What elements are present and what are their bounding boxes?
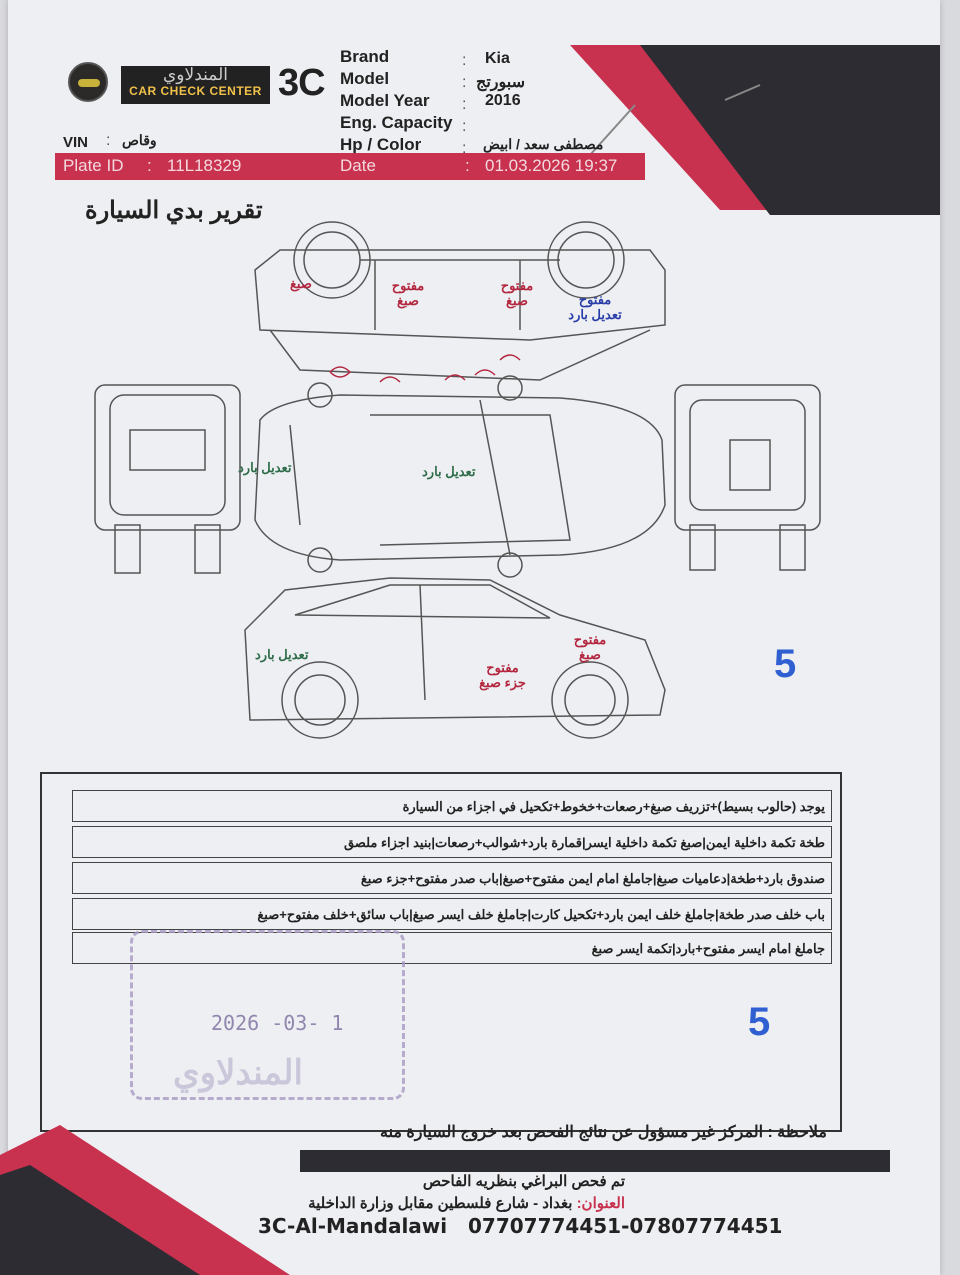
note-row: يوجد (حالوب بسيط)+تزريف صبغ+رصعات+خخوط+ت… (72, 790, 832, 822)
address-value: بغداد - شارع فلسطين مقابل وزارة الداخلية (308, 1195, 573, 1212)
note-row: صندوق بارد+طخة|دعاميات صبغ|جاملغ امام اي… (72, 862, 832, 894)
note-side-rear: تعديل بارد (255, 647, 309, 662)
note-side-door: مفتوح جزء صبغ (479, 660, 526, 690)
car-side-view (244, 577, 666, 739)
logo-english: CAR CHECK CENTER (129, 84, 262, 98)
note-roof-rear: تعديل بارد (238, 460, 292, 475)
footer-brand: 3C-Al-Mandalawi (258, 1214, 448, 1238)
car-rear-view (94, 384, 241, 574)
date-value: 01.03.2026 19:37 (485, 156, 618, 175)
plate-id-label: Plate ID (63, 156, 124, 175)
colons: ::::: (462, 52, 467, 157)
vin-colon: : (106, 132, 111, 149)
footer-phones: 07707774451-07807774451 (468, 1214, 783, 1238)
car-front-view (674, 384, 821, 571)
note-row: جاملغ امام ايسر مفتوح+بارد|تكمة ايسر صبغ (72, 932, 832, 964)
report-title: تقرير بدي السيارة (85, 197, 263, 224)
note-roof: تعديل بارد (422, 464, 476, 479)
model-label: Model (340, 69, 390, 88)
note-top-rear: صبغ (290, 276, 312, 291)
notes-score: 5 (748, 1000, 771, 1044)
vin-value: وقاص (122, 132, 157, 148)
note-top-door2: مفتوح صبغ (500, 278, 534, 308)
footer-inspection-line: تم فحص البراغي بنظريه الفاحص (422, 1173, 625, 1190)
plate-date-bar: Plate ID : 11L18329 Date : 01.03.2026 19… (55, 153, 645, 180)
note-side-front: مفتوح صبغ (573, 632, 607, 662)
car-top-view (254, 375, 666, 578)
note-row: طخة تكمة داخلية ايمن|صبغ تكمة داخلية ايس… (72, 826, 832, 858)
inspection-stamp: 2026 -03- 1 المندلاوي (130, 930, 405, 1100)
vin-label: VIN (63, 134, 89, 151)
plate-id-value: 11L18329 (167, 156, 242, 175)
brand-value: Kia (485, 50, 510, 67)
disclaimer-remark: ملاحظة : المركز غير مسؤول عن نتائج الفحص… (380, 1124, 827, 1141)
model-year-label: Model Year (340, 91, 430, 110)
field-labels: Brand Model Model Year Eng. Capacity Hp … (340, 46, 452, 156)
stamp-date: 2026 -03- 1 (211, 1011, 344, 1035)
note-top-front: مفتوح تعديل بارد (568, 292, 622, 322)
brand-label: Brand (340, 47, 390, 66)
diagram-score: 5 (774, 642, 797, 686)
car-top-side-view (254, 221, 666, 381)
notes-box: يوجد (حالوب بسيط)+تزريف صبغ+رصعات+خخوط+ت… (40, 772, 842, 1132)
date-label: Date (340, 156, 376, 175)
model-year-value: 2016 (485, 92, 521, 109)
model-value: سبورتج (475, 74, 525, 91)
logo: المندلاوي CAR CHECK CENTER (121, 66, 270, 104)
address-label: العنوان: (576, 1195, 625, 1212)
stamp-text: المندلاوي (173, 1054, 303, 1092)
eng-capacity-label: Eng. Capacity (340, 113, 453, 132)
damage-marks (329, 354, 521, 383)
footer-dark-bar (300, 1150, 890, 1172)
footer-wedge (0, 1125, 290, 1275)
logo-arabic: المندلاوي (163, 65, 228, 84)
note-top-door1: مفتوح صبغ (391, 278, 425, 308)
header-wedge (570, 45, 940, 215)
logo-3c: 3C (278, 62, 326, 104)
car-body-diagram (94, 221, 821, 739)
hp-color-value: مصطفى سعد / ابيض (483, 136, 604, 152)
note-row: باب خلف صدر طخة|جاملغ خلف ايمن بارد+تكحي… (72, 898, 832, 930)
logo-emblem (68, 62, 108, 102)
hp-color-label: Hp / Color (340, 135, 422, 154)
